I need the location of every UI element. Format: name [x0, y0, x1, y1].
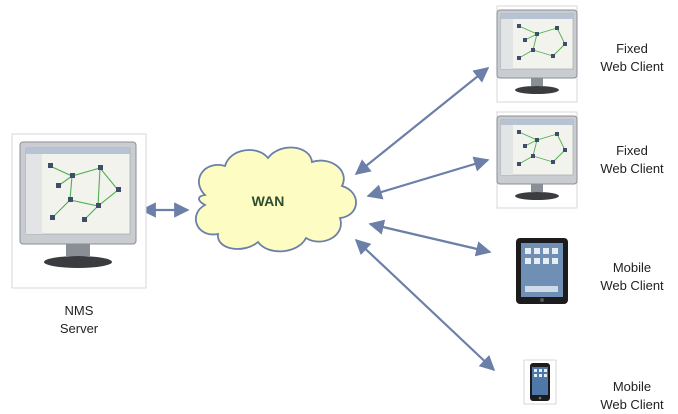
arrow-wan-client-4 [354, 238, 496, 372]
server-monitor-icon [11, 133, 147, 289]
client-4-label-line1: Mobile [612, 379, 652, 394]
client-2-label: Fixed Web Client [592, 142, 672, 178]
client-2-label-line1: Fixed [616, 143, 648, 158]
client-3-label-line2: Web Client [600, 278, 664, 293]
client-3-label: Mobile Web Client [592, 259, 672, 295]
client-1-label-line1: Fixed [616, 41, 648, 56]
client-1-label-line2: Web Client [600, 59, 664, 74]
wan-label: WAN [252, 193, 285, 209]
arrow-wan-client-1 [354, 67, 490, 175]
client-1-monitor-icon [496, 5, 578, 103]
arrow-wan-client-3 [368, 219, 492, 257]
client-1-label: Fixed Web Client [592, 40, 672, 76]
client-2-label-line2: Web Client [600, 161, 664, 176]
server-label-line2: Server [59, 321, 99, 336]
client-3-label-line1: Mobile [612, 260, 652, 275]
client-4-phone-icon [523, 359, 557, 405]
client-2-monitor-icon [496, 111, 578, 209]
wan-cloud-icon [195, 146, 357, 253]
server-label-line1: NMS [64, 303, 94, 318]
client-4-label: Mobile Web Client [592, 378, 672, 414]
server-label: NMS Server [40, 302, 118, 338]
arrow-wan-client-2 [366, 156, 490, 200]
client-3-tablet-icon [516, 238, 568, 304]
client-4-label-line2: Web Client [600, 397, 664, 412]
